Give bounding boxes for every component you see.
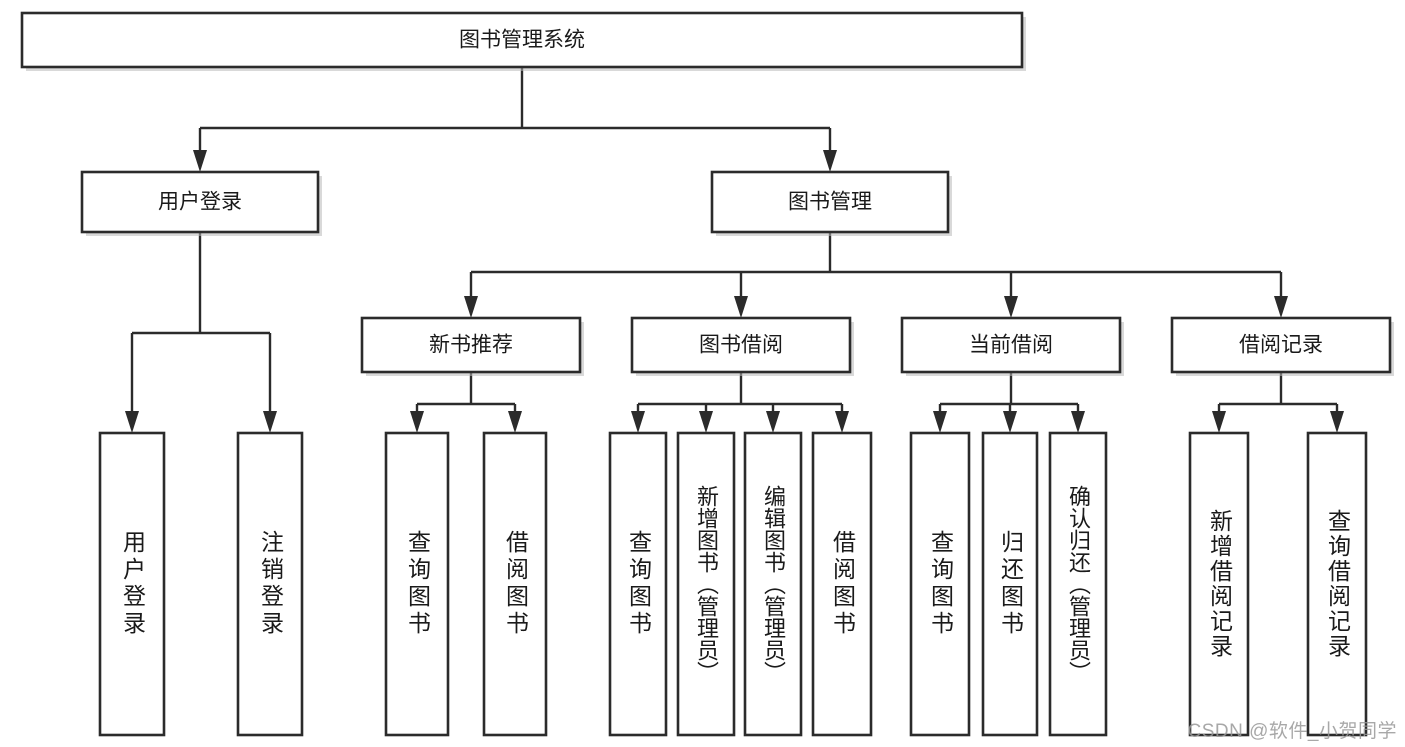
arrow-head-book-borrow — [734, 296, 748, 318]
arrow-head-leaf-logout — [263, 411, 277, 433]
arrow-head-new-book-rec — [464, 296, 478, 318]
node-root-box[interactable] — [20, 11, 1024, 69]
node-user-login-label: 用户登录 — [158, 191, 242, 214]
connector-layer — [125, 67, 1344, 433]
node-layer: 图书管理系统 用户登录 图书管理 新书推荐 图书借阅 当前借阅 借阅记录 — [20, 11, 1394, 737]
node-new-book-rec-box[interactable] — [360, 316, 582, 374]
arrow-head-leaf-query-book-1 — [410, 411, 424, 433]
arrow-head-user-login — [193, 150, 207, 172]
arrow-head-leaf-borrow-book-1 — [508, 411, 522, 433]
node-root-label: 图书管理系统 — [459, 29, 585, 52]
leaf-node-box[interactable] — [909, 431, 971, 737]
node-book-mgmt-box[interactable] — [710, 170, 950, 234]
leaf-node-box[interactable] — [384, 431, 450, 737]
node-user-login-box[interactable] — [80, 170, 320, 234]
leaf-node-box[interactable] — [98, 431, 166, 737]
leaf-node-box[interactable] — [482, 431, 548, 737]
arrow-head-current-borrow — [1004, 296, 1018, 318]
arrow-head-leaf-add-book — [699, 411, 713, 433]
node-current-borrow-label: 当前借阅 — [969, 334, 1053, 357]
watermark-text: CSDN @软件_小贺同学 — [1187, 721, 1397, 742]
arrow-head-leaf-query-book-3 — [933, 411, 947, 433]
leaf-node-box[interactable] — [1048, 431, 1108, 737]
leaf-node-box[interactable] — [608, 431, 668, 737]
node-borrow-record-label: 借阅记录 — [1239, 334, 1323, 357]
leaf-node-box[interactable] — [676, 431, 736, 737]
arrow-head-borrow-record — [1274, 296, 1288, 318]
leaf-node-box[interactable] — [981, 431, 1039, 737]
leaf-node-box[interactable] — [1188, 431, 1250, 737]
leaf-node-box[interactable] — [236, 431, 304, 737]
arrow-head-leaf-user-login — [125, 411, 139, 433]
node-borrow-record-box[interactable] — [1170, 316, 1392, 374]
arrow-head-leaf-query-book-2 — [631, 411, 645, 433]
leaf-node-box[interactable] — [743, 431, 803, 737]
arrow-head-book-mgmt — [823, 150, 837, 172]
arrow-head-leaf-add-record — [1212, 411, 1226, 433]
leaf-node-box[interactable] — [1306, 431, 1368, 737]
node-new-book-rec-label: 新书推荐 — [429, 334, 513, 357]
arrow-head-leaf-query-record — [1330, 411, 1344, 433]
arrow-head-leaf-confirm-return — [1071, 411, 1085, 433]
arrow-head-leaf-borrow-book-2 — [835, 411, 849, 433]
node-current-borrow-box[interactable] — [900, 316, 1122, 374]
node-book-mgmt-label: 图书管理 — [788, 191, 872, 214]
node-book-borrow-label: 图书借阅 — [699, 334, 783, 357]
arrow-head-leaf-return-book — [1003, 411, 1017, 433]
node-book-borrow-box[interactable] — [630, 316, 852, 374]
arrow-head-leaf-edit-book — [766, 411, 780, 433]
leaf-node-box[interactable] — [811, 431, 873, 737]
